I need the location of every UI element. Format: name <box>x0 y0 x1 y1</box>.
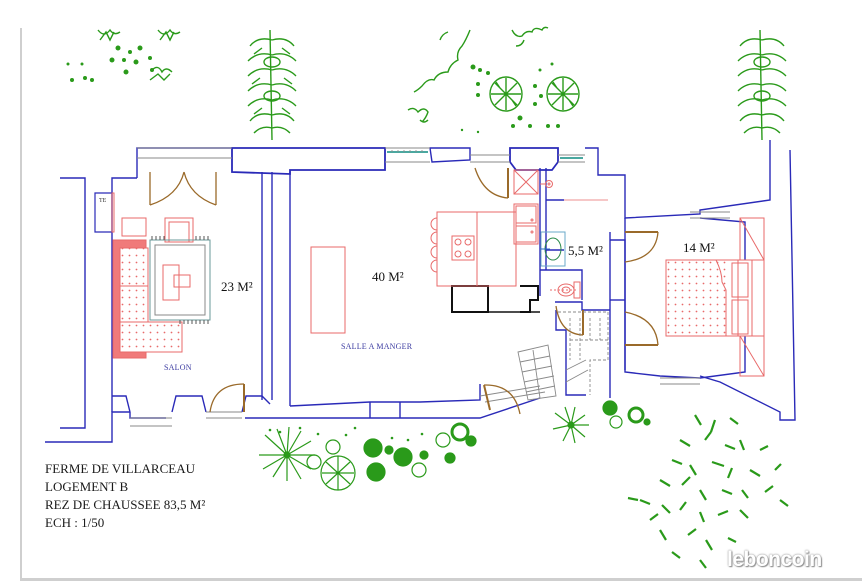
fern-column-right-icon <box>737 29 787 141</box>
round-tree-icon <box>489 76 523 112</box>
toilet-icon <box>550 281 581 299</box>
room-area-salle-de-bain: 5,5 M² <box>568 243 603 258</box>
palm-tree-icon <box>259 426 315 481</box>
scattered-shrub-icon <box>627 414 789 569</box>
rug-icon <box>149 236 211 324</box>
room-area-salle-a-manger: 40 M² <box>372 269 404 284</box>
french-door-salon-icon <box>149 171 217 206</box>
doors <box>149 167 659 415</box>
armchair-icon <box>168 221 190 243</box>
palm-tree-icon <box>552 406 589 444</box>
vegetation-top <box>66 26 787 141</box>
plan-title-block: FERME DE VILLARCEAU LOGEMENT B REZ DE CH… <box>45 460 205 532</box>
ring-shrub-icon <box>450 422 477 447</box>
room-name-salon: SALON <box>164 363 192 372</box>
staircase-icon <box>517 311 609 401</box>
dining-table-icon <box>310 246 346 334</box>
kitchen-island-icon <box>430 211 517 287</box>
shrub-dots-icon <box>460 62 560 134</box>
room-area-chambre: 14 M² <box>683 240 715 255</box>
door-bathroom-icon <box>555 305 584 336</box>
cooktop-icon <box>451 235 475 261</box>
drawing-frame <box>20 28 862 581</box>
washbasin-icon <box>540 231 566 267</box>
walls <box>45 140 796 443</box>
furniture <box>111 169 765 377</box>
shrub-cluster-icon <box>602 400 651 429</box>
vegetation-bottom <box>259 400 789 569</box>
room-area-salon: 23 M² <box>221 279 253 294</box>
door-kitchen-top-icon <box>474 167 509 199</box>
title-line-scale: ECH : 1/50 <box>45 515 105 530</box>
nightstand-icon <box>739 217 765 377</box>
title-line-project: FERME DE VILLARCEAU <box>45 461 195 476</box>
door-salon-bottom-icon <box>209 383 245 413</box>
side-table-icon <box>121 217 147 237</box>
bed-icon <box>665 259 765 337</box>
bar-stool-icon <box>430 217 438 273</box>
windows <box>130 147 730 427</box>
te-panel-icon <box>111 192 115 233</box>
climbing-vine-icon <box>407 26 549 123</box>
door-chambre-bottom-icon <box>624 311 659 346</box>
round-tree-icon <box>320 455 356 491</box>
room-name-salle-a-manger: SALLE A MANGER <box>341 342 413 351</box>
leboncoin-watermark: leboncoin <box>727 548 822 571</box>
shrub-cluster-left-icon <box>66 28 181 82</box>
title-line-unit: LOGEMENT B <box>45 479 129 494</box>
sofa-icon <box>112 239 183 359</box>
fern-column-left-icon <box>247 29 297 141</box>
door-entrance-icon <box>483 384 521 415</box>
title-line-floor: REZ DE CHAUSSEE 83,5 M² <box>45 497 206 512</box>
coffee-table-icon <box>162 264 191 301</box>
spiky-shrub-icon <box>363 438 456 482</box>
flower-shrub-icon <box>306 432 451 478</box>
socket-icon <box>540 180 553 188</box>
door-chambre-top-icon <box>624 231 659 263</box>
kitchen-counter-icon <box>513 169 539 245</box>
round-tree-icon <box>546 76 580 112</box>
te-label: TE <box>99 198 107 204</box>
